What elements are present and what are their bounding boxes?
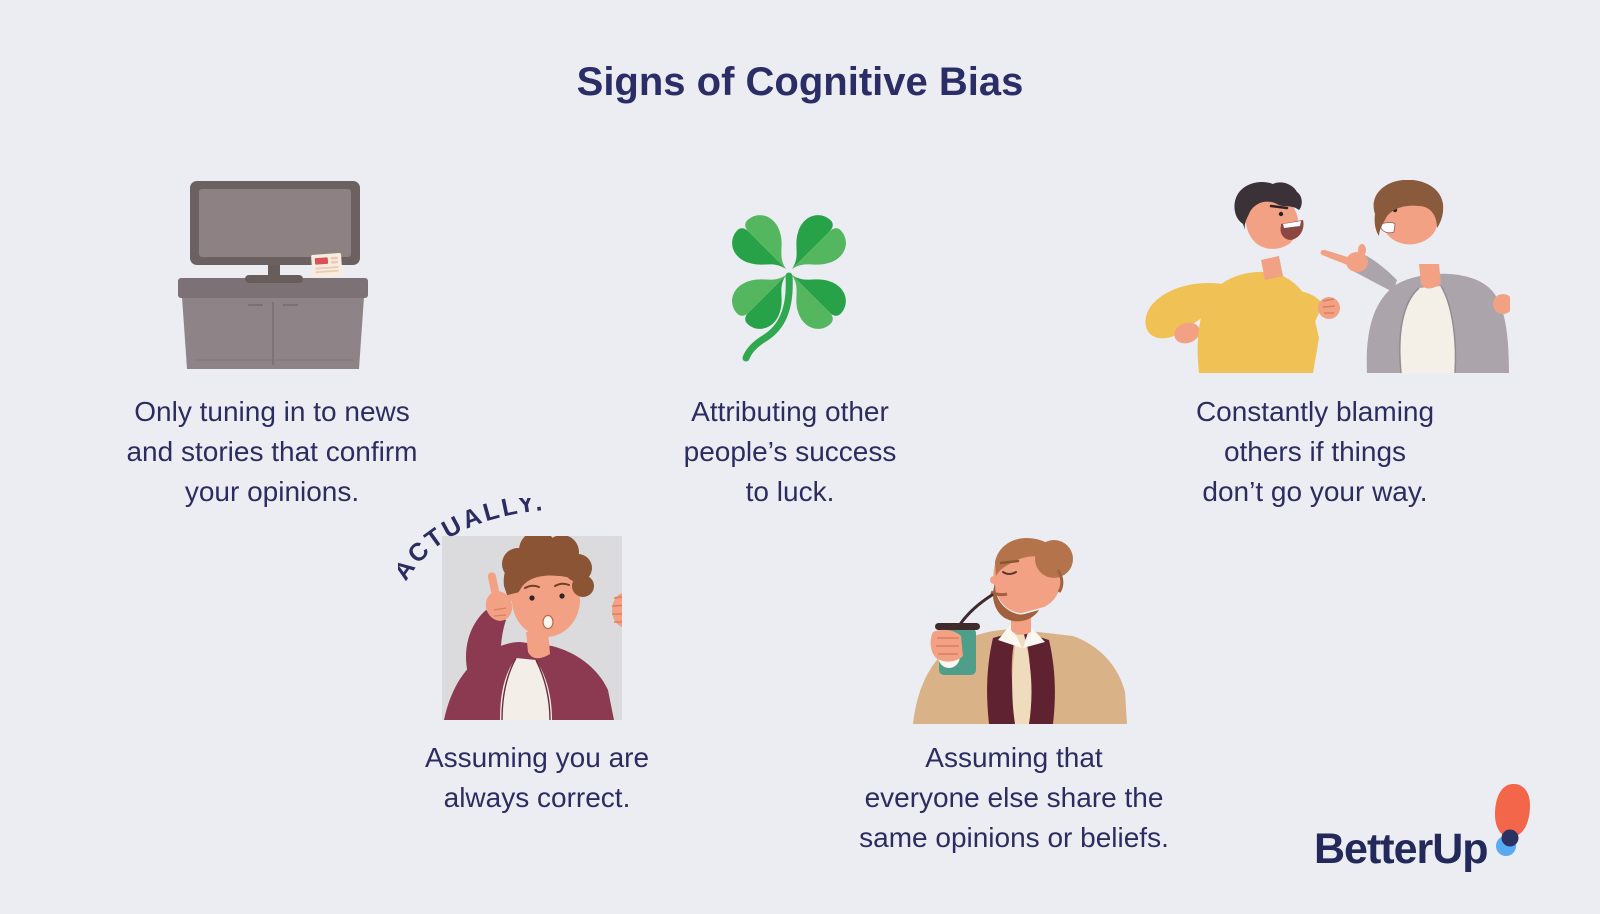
- caption-line: your opinions.: [184, 476, 360, 507]
- actually-man-illustration: ACTUALLY..: [398, 498, 622, 720]
- caption-line: everyone else share the: [864, 782, 1164, 813]
- sign-caption-blaming-others: Constantly blaming others if things don’…: [1105, 392, 1525, 512]
- arguing-people-illustration: [1145, 180, 1510, 374]
- betterup-balloon-icon: [1494, 784, 1530, 856]
- betterup-logo: BetterUp: [1314, 776, 1533, 871]
- page-title: Signs of Cognitive Bias: [576, 60, 1024, 104]
- caption-line: others if things: [1223, 436, 1407, 467]
- caption-line: don’t go your way.: [1202, 476, 1428, 507]
- caption-line: Assuming you are: [424, 742, 650, 773]
- caption-line: Attributing other: [691, 396, 889, 427]
- caption-line: to luck.: [745, 476, 835, 507]
- man-drinking-illustration: [913, 537, 1127, 724]
- sign-caption-confirmation-bias: Only tuning in to news and stories that …: [62, 392, 482, 512]
- caption-line: Constantly blaming: [1195, 396, 1435, 427]
- caption-line: Only tuning in to news: [134, 396, 410, 427]
- tv-news-illustration: [178, 181, 368, 369]
- betterup-wordmark: BetterUp: [1314, 825, 1489, 873]
- caption-line: Assuming that: [925, 742, 1103, 773]
- caption-line: people’s success: [683, 436, 897, 467]
- caption-line: and stories that confirm: [126, 436, 418, 467]
- sign-caption-always-correct: Assuming you are always correct.: [327, 738, 747, 818]
- caption-line: same opinions or beliefs.: [859, 822, 1169, 853]
- four-leaf-clover-icon: [724, 207, 854, 362]
- sign-caption-luck-attribution: Attributing other people’s success to lu…: [580, 392, 1000, 512]
- caption-line: always correct.: [443, 782, 631, 813]
- newspaper-icon: [311, 253, 343, 278]
- sign-caption-assumed-consensus: Assuming that everyone else share the sa…: [804, 738, 1224, 858]
